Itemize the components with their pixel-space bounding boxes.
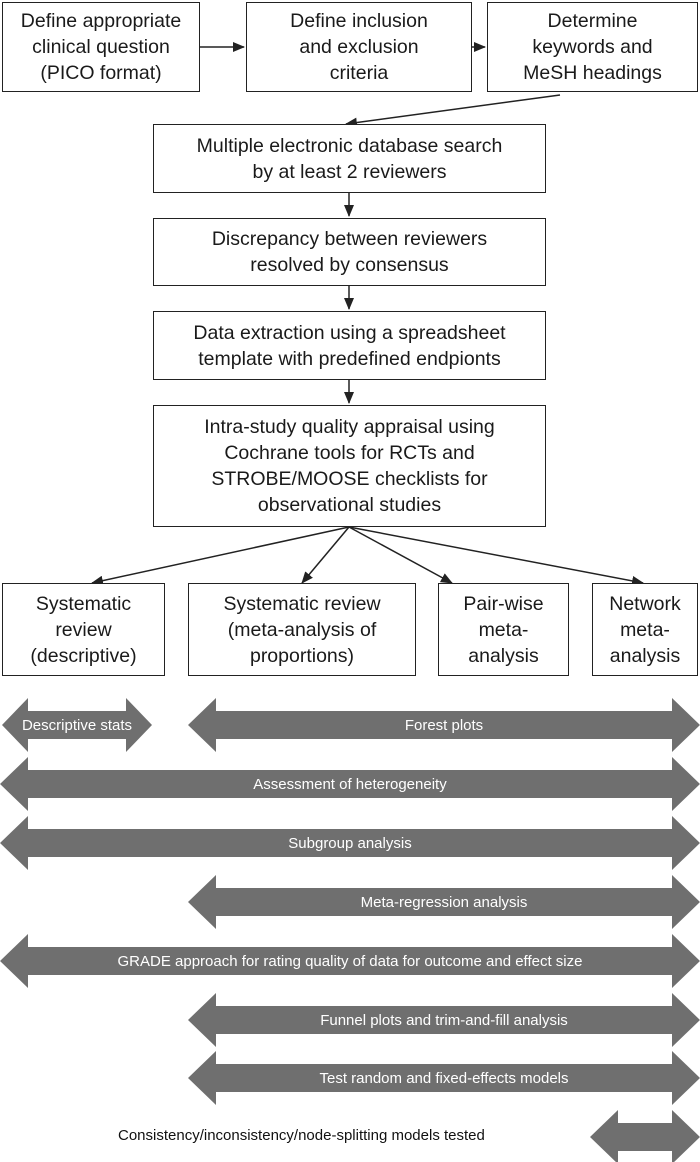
label-descriptive-stats: Descriptive stats [22, 717, 132, 734]
band-descriptive-stats [2, 698, 152, 752]
review-descriptive: Systematic review (descriptive) [2, 583, 165, 676]
band-grade [0, 934, 700, 988]
arrow-quality-to-proportions [301, 526, 350, 584]
band-funnel-plots [188, 993, 700, 1047]
label-heterogeneity: Assessment of heterogeneity [253, 776, 447, 793]
arrow-quality-to-descriptive [91, 526, 350, 586]
label-grade: GRADE approach for rating quality of dat… [118, 953, 583, 970]
step-quality-appraisal: Intra-study quality appraisal using Coch… [153, 405, 546, 527]
step-clinical-question: Define appropriate clinical question (PI… [2, 2, 200, 92]
band-consistency [590, 1110, 700, 1162]
review-proportions: Systematic review (meta-analysis of prop… [188, 583, 416, 676]
arrow-quality-to-pairwise [348, 526, 453, 584]
label-models: Test random and fixed-effects models [319, 1070, 568, 1087]
label-meta-regression: Meta-regression analysis [361, 894, 528, 911]
step-database-search: Multiple electronic database search by a… [153, 124, 546, 193]
step-discrepancy-resolution: Discrepancy between reviewers resolved b… [153, 218, 546, 286]
band-heterogeneity [0, 757, 700, 811]
review-network: Network meta- analysis [592, 583, 698, 676]
label-forest-plots: Forest plots [405, 717, 483, 734]
step-keywords: Determine keywords and MeSH headings [487, 2, 698, 92]
band-forest-plots [188, 698, 700, 752]
label-subgroup: Subgroup analysis [288, 835, 411, 852]
band-subgroup [0, 816, 700, 870]
step-data-extraction: Data extraction using a spreadsheet temp… [153, 311, 546, 380]
band-models [188, 1051, 700, 1105]
step-inclusion-criteria: Define inclusion and exclusion criteria [246, 2, 472, 92]
arrow-quality-to-network [348, 526, 644, 586]
review-pairwise: Pair-wise meta- analysis [438, 583, 569, 676]
arrow-keywords-to-search [345, 94, 561, 128]
label-consistency: Consistency/inconsistency/node-splitting… [118, 1127, 485, 1144]
label-funnel-plots: Funnel plots and trim-and-fill analysis [320, 1012, 568, 1029]
band-meta-regression [188, 875, 700, 929]
